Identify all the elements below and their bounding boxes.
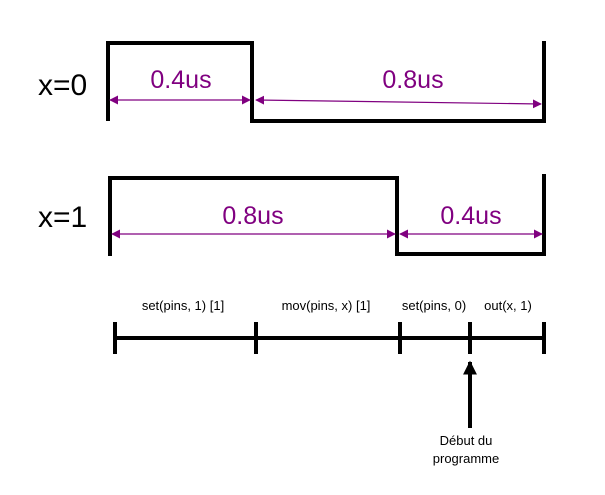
waveform-x1-signal [108,174,546,256]
instruction-label: set(pins, 1) [1] [142,298,224,313]
program-start-label-line2: programme [433,451,499,466]
instruction-label: mov(pins, x) [1] [282,298,371,313]
waveform-x1-label: x=1 [38,201,87,234]
waveform-x0-high-duration: 0.4us [150,66,211,94]
waveform-x1: x=1 0.8us 0.4us [38,174,546,256]
instruction-timeline: set(pins, 1) [1] mov(pins, x) [1] set(pi… [113,298,546,354]
waveform-x0-signal [106,41,546,123]
waveform-x0-label: x=0 [38,69,87,102]
program-start-label-line1: Début du [440,433,493,448]
waveform-x1-low-duration: 0.4us [440,202,501,230]
program-start-marker: Début du programme [433,360,499,466]
waveform-x0-low-span-arrow [255,95,542,109]
waveform-x0: x=0 0.4us 0.8us [38,41,546,123]
instruction-label: set(pins, 0) [402,298,466,313]
waveform-x0-low-duration: 0.8us [382,66,443,94]
instruction-label: out(x, 1) [484,298,532,313]
waveform-x1-high-duration: 0.8us [222,202,283,230]
